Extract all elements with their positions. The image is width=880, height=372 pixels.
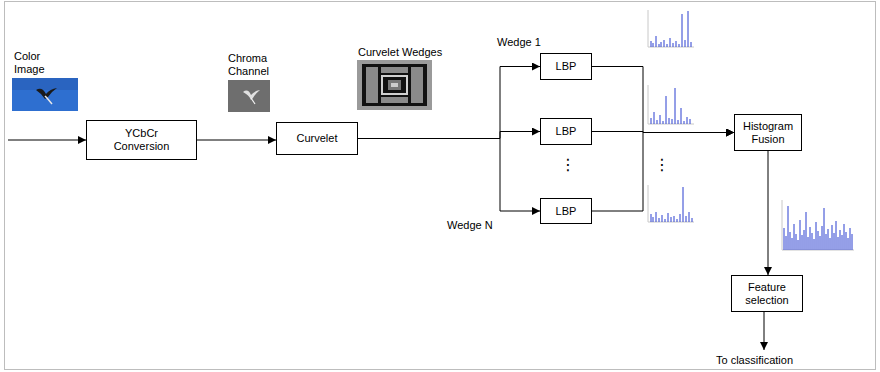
histogram-plot xyxy=(648,85,694,124)
fusion-box: Histogram Fusion xyxy=(734,114,802,151)
histogram-plot xyxy=(648,10,694,47)
flow-arrow xyxy=(592,133,734,212)
ellipsis-mark: ⋮ xyxy=(654,158,670,171)
box-text: LBP xyxy=(556,60,577,73)
box-text: LBP xyxy=(556,125,577,138)
ellipsis-mark: ⋮ xyxy=(560,158,576,171)
box-text: Histogram Fusion xyxy=(740,120,796,146)
input-arrow xyxy=(8,140,86,141)
image-label: Chroma Channel xyxy=(228,52,278,78)
lbp-box: LBP xyxy=(540,198,592,224)
transform-box: Curvelet xyxy=(276,122,358,155)
box-text: LBP xyxy=(556,205,577,218)
flow-arrow xyxy=(592,67,734,133)
histogram-plot xyxy=(648,185,694,222)
frame xyxy=(5,2,876,370)
flow-arrow xyxy=(197,140,276,141)
lbp-box: LBP xyxy=(540,53,592,80)
box-text: Curvelet xyxy=(297,132,338,145)
flow-arrow xyxy=(358,139,540,212)
image-label: Color Image xyxy=(14,50,60,76)
wedge-image xyxy=(357,60,432,110)
chroma-image xyxy=(228,80,270,112)
fused-histogram xyxy=(782,200,854,250)
flow-arrow xyxy=(358,67,540,139)
output-arrow xyxy=(764,312,765,350)
wedge-label: Wedge 1 xyxy=(497,36,541,49)
box-text: YCbCr Conversion xyxy=(106,127,178,153)
output-label: To classification xyxy=(716,354,793,367)
conversion-box: YCbCr Conversion xyxy=(86,120,197,160)
selection-box: Feature selection xyxy=(731,275,803,312)
color-image xyxy=(12,78,78,111)
image-label: Curvelet Wedges xyxy=(358,46,442,59)
flow-arrow xyxy=(768,151,769,275)
box-text: Feature selection xyxy=(737,281,797,307)
wedge-label: Wedge N xyxy=(447,219,493,232)
lbp-box: LBP xyxy=(540,118,592,145)
flow-arrow xyxy=(358,132,540,139)
